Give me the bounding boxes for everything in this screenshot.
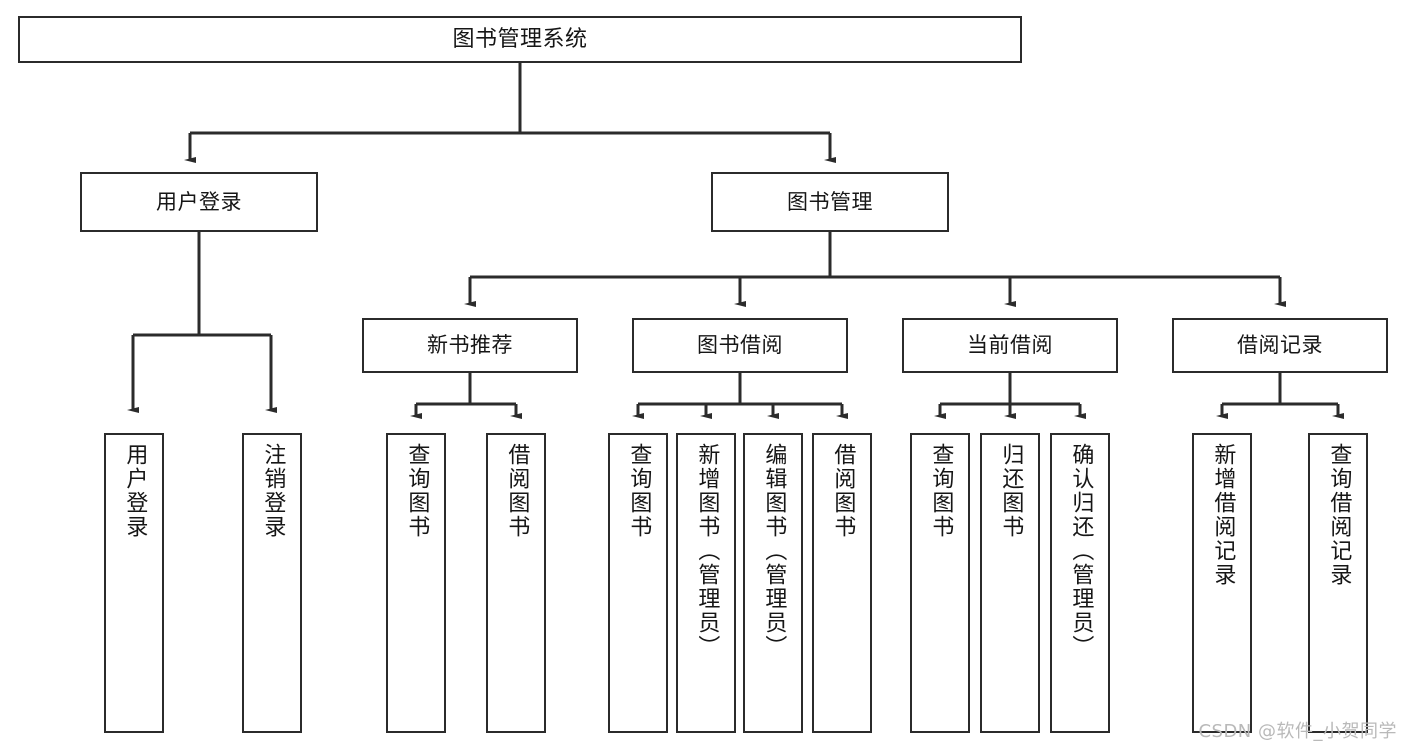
node-label: 用户登录 [156,189,242,214]
node-label: 借阅图书 [504,443,530,539]
node-label: 确认归还（管理员） [1068,443,1094,659]
leaf-record-add-record[interactable]: 新增借阅记录 [1192,433,1252,733]
node-label: 查询图书 [928,443,954,539]
leaf-borrow-add-book-admin[interactable]: 新增图书（管理员） [676,433,736,733]
leaf-current-return-book[interactable]: 归还图书 [980,433,1040,733]
node-current-borrow[interactable]: 当前借阅 [902,318,1118,373]
node-label: 查询图书 [626,443,652,539]
node-label: 新增借阅记录 [1210,443,1236,587]
leaf-user-login-logout[interactable]: 注销登录 [242,433,302,733]
node-label: 图书管理系统 [452,26,588,52]
node-label: 图书借阅 [697,333,783,358]
node-label: 借阅图书 [830,443,856,539]
node-label: 图书管理 [787,189,873,214]
node-label: 用户登录 [122,443,148,539]
leaf-borrow-query-book[interactable]: 查询图书 [608,433,668,733]
node-label: 新书推荐 [427,333,513,358]
leaf-borrow-borrow-book[interactable]: 借阅图书 [812,433,872,733]
node-user-login[interactable]: 用户登录 [80,172,318,232]
node-borrow-record[interactable]: 借阅记录 [1172,318,1388,373]
leaf-record-query-record[interactable]: 查询借阅记录 [1308,433,1368,733]
node-book-borrow[interactable]: 图书借阅 [632,318,848,373]
leaf-borrow-edit-book-admin[interactable]: 编辑图书（管理员） [743,433,803,733]
node-label: 当前借阅 [967,333,1053,358]
node-root-system[interactable]: 图书管理系统 [18,16,1022,63]
leaf-current-query-book[interactable]: 查询图书 [910,433,970,733]
node-label: 借阅记录 [1237,333,1323,358]
node-label: 新增图书（管理员） [694,443,720,659]
node-book-management[interactable]: 图书管理 [711,172,949,232]
node-label: 编辑图书（管理员） [761,443,787,659]
leaf-recommend-borrow-book[interactable]: 借阅图书 [486,433,546,733]
watermark-text: CSDN @软件_小贺同学 [1198,721,1397,742]
leaf-user-login-login[interactable]: 用户登录 [104,433,164,733]
node-label: 注销登录 [260,443,286,539]
node-new-book-recommend[interactable]: 新书推荐 [362,318,578,373]
node-label: 归还图书 [998,443,1024,539]
node-label: 查询借阅记录 [1326,443,1352,587]
leaf-current-confirm-return-admin[interactable]: 确认归还（管理员） [1050,433,1110,733]
node-label: 查询图书 [404,443,430,539]
leaf-recommend-query-book[interactable]: 查询图书 [386,433,446,733]
